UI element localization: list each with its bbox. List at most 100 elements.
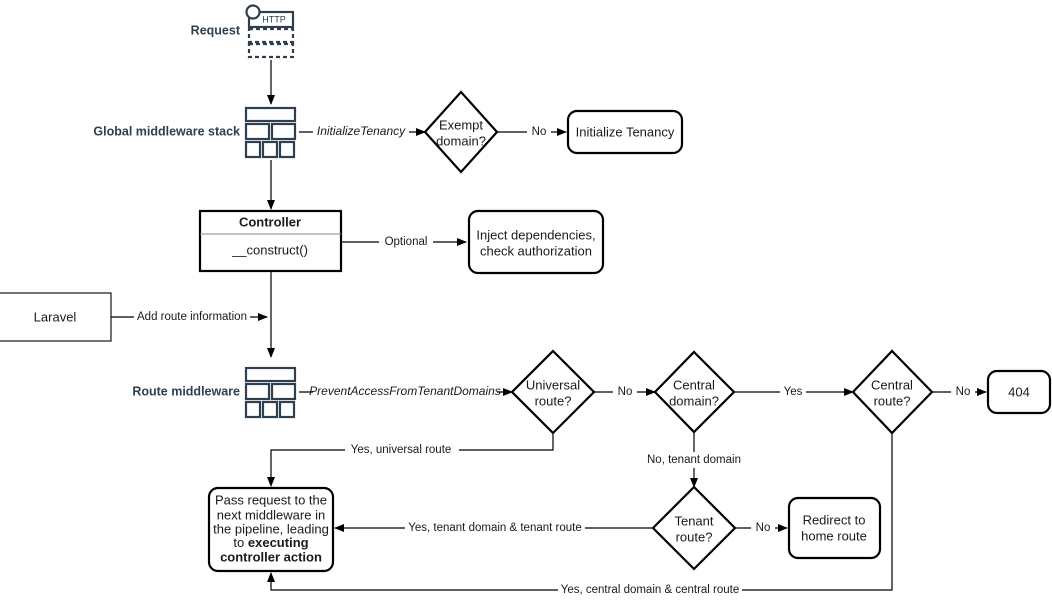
central-domain-label-line1: Central: [673, 377, 715, 392]
controller-method: __construct(): [231, 242, 308, 257]
http-circle-glyph: [245, 4, 261, 20]
exempt-domain-diamond[interactable]: [423, 90, 499, 174]
middleware-stack-icon-global: [244, 106, 297, 159]
node-exempt-domain[interactable]: Exempt domain?: [423, 90, 499, 174]
edge-label-yes-tenant-domain-tenant-route: Yes, tenant domain & tenant route: [408, 522, 581, 534]
laravel-box[interactable]: [0, 292, 112, 342]
universal-route-label-line1: Universal: [526, 377, 580, 392]
edge-label-yes-universal-route: Yes, universal route: [351, 444, 452, 456]
redirect-home-line2: home route: [801, 528, 867, 543]
tenant-route-label-line2: route?: [676, 529, 713, 544]
edge-label-bg: [134, 309, 250, 325]
controller-title: Controller: [239, 214, 301, 229]
stack-row3-box3: [278, 140, 296, 159]
stack-row3-box2: [261, 140, 279, 159]
middleware-stack-icon-route: [244, 366, 297, 419]
inject-dependencies-box[interactable]: [467, 209, 605, 275]
edge-label-bg: [780, 384, 806, 400]
edge-labels-group: InitializeTenancy No Optional Add route …: [134, 124, 975, 598]
edge-label-bg: [527, 124, 551, 140]
stack-row2-box2: [270, 122, 297, 141]
not-found-label: 404: [1008, 384, 1030, 399]
central-domain-diamond[interactable]: [653, 350, 736, 434]
pass-request-line3: the pipeline, leading: [213, 521, 329, 536]
node-pass-request[interactable]: Pass request to the next middleware in t…: [207, 486, 335, 573]
pass-request-box[interactable]: [207, 486, 335, 573]
node-redirect-home[interactable]: Redirect to home route: [787, 496, 882, 560]
edge-label-optional: Optional: [385, 236, 428, 248]
edge-label-bg: [951, 384, 975, 400]
node-inject-dependencies[interactable]: Inject dependencies, check authorization: [467, 209, 605, 275]
edge-label-bg: [345, 442, 459, 458]
route-stack-row3-box2: [261, 400, 279, 419]
laravel-label: Laravel: [34, 309, 77, 324]
side-label-route-middleware: Route middleware: [132, 384, 240, 398]
edge-label-bg: [379, 234, 433, 250]
node-tenant-route[interactable]: Tenant route?: [651, 485, 737, 571]
central-route-diamond[interactable]: [851, 349, 934, 435]
route-stack-row3-box1: [244, 400, 262, 419]
node-central-domain[interactable]: Central domain?: [653, 350, 736, 434]
edge-label-exempt-no: No: [532, 126, 547, 138]
node-404[interactable]: 404: [986, 369, 1052, 415]
edge-label-bg: [558, 582, 742, 598]
universal-route-diamond[interactable]: [510, 349, 596, 435]
edge-label-central-route-no: No: [956, 386, 971, 398]
edge-label-bg: [640, 452, 750, 468]
route-stack-row1-box1: [244, 366, 297, 383]
node-central-route[interactable]: Central route?: [851, 349, 934, 435]
edge-label-bg: [313, 384, 497, 400]
edge-label-yes-central-domain-central-route: Yes, central domain & central route: [561, 584, 740, 596]
edge-label-bg: [751, 520, 775, 536]
central-route-label-line2: route?: [874, 393, 911, 408]
tenant-route-diamond[interactable]: [651, 485, 737, 571]
central-route-label-line1: Central: [871, 377, 913, 392]
central-domain-label-line2: domain?: [669, 393, 719, 408]
stack-row1-box1: [244, 106, 297, 123]
tenant-route-label-line1: Tenant: [674, 513, 713, 528]
not-found-box[interactable]: [986, 369, 1052, 415]
edge-label-tenant-route-no: No: [756, 522, 771, 534]
http-body-row-1: [247, 27, 295, 44]
route-stack-row2-box2: [270, 382, 297, 401]
node-controller[interactable]: Controller __construct(): [198, 209, 343, 273]
edge-label-no-tenant-domain: No, tenant domain: [647, 454, 741, 466]
edge-label-bg: [405, 520, 585, 536]
edge-label-central-domain-yes: Yes: [784, 386, 803, 398]
edge-label-bg: [613, 384, 637, 400]
stack-row3-box1: [244, 140, 262, 159]
node-universal-route[interactable]: Universal route?: [510, 349, 596, 435]
stack-row2-box1: [244, 122, 271, 141]
universal-route-label-line2: route?: [535, 393, 572, 408]
controller-box[interactable]: [198, 209, 343, 273]
pass-request-line4: to executing: [233, 535, 308, 550]
edge-label-prevent-access: PreventAccessFromTenantDomains: [309, 384, 501, 398]
side-label-global-middleware-stack: Global middleware stack: [93, 124, 240, 138]
route-stack-row2-box1: [244, 382, 271, 401]
redirect-home-line1: Redirect to: [803, 512, 866, 527]
pass-request-line2: next middleware in: [217, 507, 325, 522]
pass-request-line5: controller action: [220, 549, 322, 564]
inject-dependencies-line1: Inject dependencies,: [476, 227, 595, 242]
edge-label-universal-no: No: [618, 386, 633, 398]
inject-dependencies-line2: check authorization: [480, 243, 592, 258]
edge-label-initialize-tenancy: InitializeTenancy: [317, 124, 406, 138]
edge-label-add-route-information: Add route information: [137, 311, 247, 323]
pass-request-line1: Pass request to the: [215, 492, 327, 507]
pass-request-line4-bold: executing: [248, 535, 309, 550]
exempt-domain-label-line2: domain?: [436, 133, 486, 148]
redirect-home-box[interactable]: [787, 496, 882, 560]
node-laravel[interactable]: Laravel: [0, 292, 112, 342]
http-request-icon: HTTP: [245, 4, 295, 59]
http-body-row-2: [247, 42, 295, 59]
route-stack-row3-box3: [278, 400, 296, 419]
exempt-domain-label-line1: Exempt: [439, 117, 483, 132]
node-initialize-tenancy[interactable]: Initialize Tenancy: [566, 109, 684, 155]
edge-label-bg: [313, 124, 409, 140]
edge-universal-route-yes-to-pass-request: [267, 433, 554, 487]
http-badge-box: [247, 10, 295, 29]
pass-request-line4-plain: to: [233, 535, 247, 550]
initialize-tenancy-box[interactable]: [566, 109, 684, 155]
